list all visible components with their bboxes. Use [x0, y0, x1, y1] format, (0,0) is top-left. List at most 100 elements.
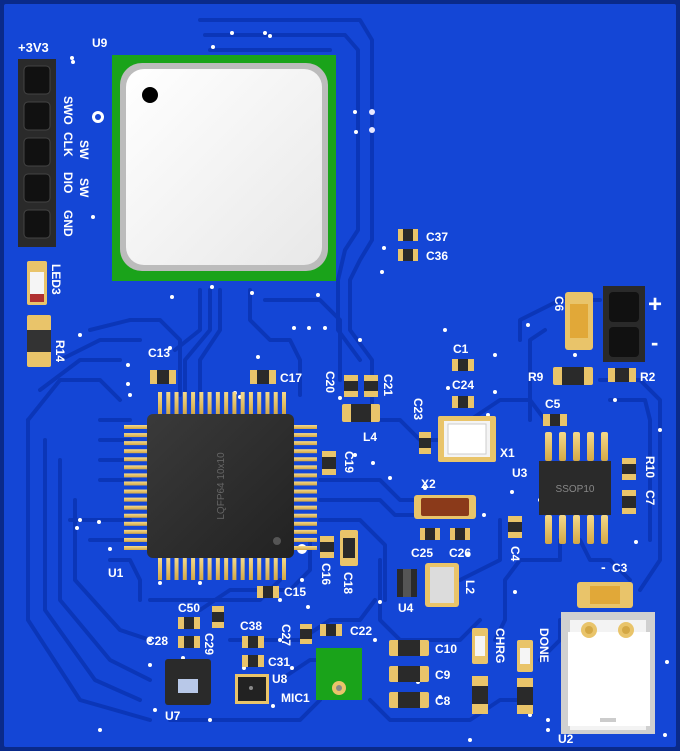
- refdes-c37: C37: [426, 230, 448, 244]
- qfp-pin: [215, 392, 220, 414]
- qfp-pin: [294, 537, 317, 542]
- qfp-pin: [294, 473, 317, 478]
- cap-c3: [577, 582, 633, 608]
- crystal-x1: [438, 416, 496, 462]
- refdes-r14: R14: [53, 340, 67, 362]
- cap-c36: [398, 249, 418, 261]
- ssop-pin: [545, 515, 552, 544]
- refdes-c38: C38: [240, 619, 262, 633]
- qfp-pin: [240, 558, 245, 580]
- qfp-pin: [294, 449, 317, 454]
- resistor-chrg: [472, 676, 488, 714]
- refdes-c3: C3: [612, 561, 628, 575]
- refdes-c6: C6: [552, 296, 566, 312]
- ssop-pin: [601, 432, 608, 461]
- qfp-pin: [207, 392, 212, 414]
- refdes-c29: C29: [202, 633, 216, 655]
- refdes-r10: R10: [643, 456, 657, 478]
- inductor-l4: [342, 404, 380, 422]
- ssop-pin: [601, 515, 608, 544]
- qfp-pin: [248, 558, 253, 580]
- pin-label-clk: CLK: [61, 132, 75, 157]
- refdes-c23: C23: [411, 398, 425, 420]
- cap-c24: [452, 396, 474, 408]
- qfp-pin: [124, 449, 147, 454]
- refdes-u2: U2: [558, 732, 574, 746]
- refdes-c4: C4: [508, 546, 522, 562]
- copper-traces: [26, 18, 662, 722]
- ssop-pin: [559, 432, 566, 461]
- refdes-c20: C20: [323, 371, 337, 393]
- qfp-pin: [124, 529, 147, 534]
- cap-c26: [450, 528, 470, 540]
- refdes-l2: L2: [463, 580, 477, 594]
- refdes-c28: C28: [146, 634, 168, 648]
- qfp-pin: [124, 465, 147, 470]
- qfp-pin: [124, 481, 147, 486]
- chip-u7: [165, 659, 211, 705]
- qfp-pin: [124, 457, 147, 462]
- cap-c25: [420, 528, 440, 540]
- inductor-l2: [425, 563, 459, 607]
- cap-c50: [178, 617, 200, 629]
- cap-c38: [242, 636, 264, 648]
- qfp-pin: [182, 392, 187, 414]
- refdes-c17: C17: [280, 371, 302, 385]
- refdes-led3: LED3: [49, 264, 63, 295]
- cap-c31: [242, 655, 264, 667]
- qfp-pin: [257, 392, 262, 414]
- cap-c15: [257, 586, 279, 598]
- qfp-pin: [124, 497, 147, 502]
- refdes-mic1: MIC1: [281, 691, 310, 705]
- qfp-pin: [124, 521, 147, 526]
- refdes-c25: C25: [411, 546, 433, 560]
- sensor-module: [316, 648, 362, 700]
- qfp-pin: [124, 441, 147, 446]
- refdes-c19: C19: [342, 451, 356, 473]
- qfp-pin: [124, 433, 147, 438]
- cap-c10: [389, 640, 429, 656]
- via-field: [70, 31, 669, 742]
- cap-c19: [322, 451, 336, 475]
- pin-label-gnd: GND: [61, 210, 75, 237]
- cap-c18: [340, 530, 358, 566]
- qfp-pin: [166, 558, 171, 580]
- qfp-pins: [124, 392, 317, 580]
- refdes-u9: U9: [92, 36, 108, 50]
- led-done: [517, 640, 533, 672]
- crystal-x2: [414, 495, 476, 519]
- refdes-c50: C50: [178, 601, 200, 615]
- refdes-x1: X1: [500, 446, 515, 460]
- led-chrg: [472, 628, 488, 664]
- qfp-pin: [240, 392, 245, 414]
- qfp-pin: [232, 392, 237, 414]
- refdes-c9: C9: [435, 668, 451, 682]
- refdes-c36: C36: [426, 249, 448, 263]
- qfp-pin: [232, 558, 237, 580]
- qfp-pin: [294, 546, 317, 550]
- qfp-pin: [294, 529, 317, 534]
- refdes-c24: C24: [452, 378, 474, 392]
- refdes-c1: C1: [453, 342, 469, 356]
- cap-c8: [389, 692, 429, 708]
- qfp-pin: [294, 433, 317, 438]
- cap-c29: [212, 606, 224, 628]
- refdes-c31: C31: [268, 655, 290, 669]
- qfp-package-label: LQFP64 10x10: [216, 452, 227, 520]
- refdes-u1: U1: [108, 566, 124, 580]
- qfp-pin: [294, 425, 317, 429]
- cap-c27: [300, 624, 312, 644]
- refdes-u7: U7: [165, 709, 181, 723]
- qfp-pin: [124, 546, 147, 550]
- cap-c6: [565, 292, 593, 350]
- qfp-pin: [294, 521, 317, 526]
- qfp-pin: [174, 558, 179, 580]
- refdes-c13: C13: [148, 346, 170, 360]
- refdes-c16: C16: [319, 563, 333, 585]
- cap-c21: [364, 375, 378, 397]
- qfp-pin: [294, 441, 317, 446]
- qfp-pin: [191, 558, 196, 580]
- led3: [27, 261, 47, 305]
- resistor-done: [517, 678, 533, 714]
- qfp-pin: [124, 425, 147, 429]
